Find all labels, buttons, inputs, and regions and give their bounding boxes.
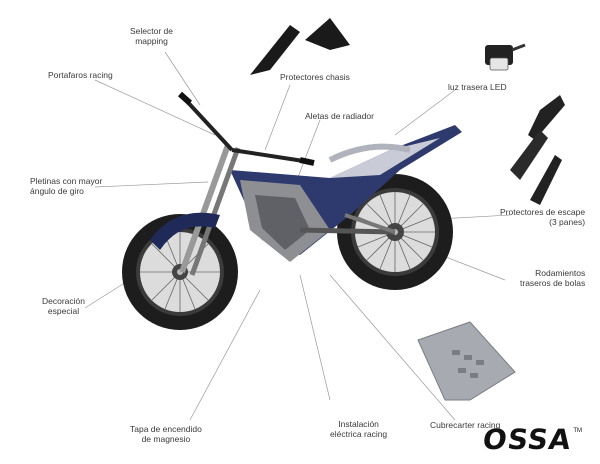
leader-lines	[84, 51, 511, 421]
callout-aletas-radiador: Aletas de radiador	[305, 111, 374, 121]
callout-luz-trasera: luz trasera LED	[448, 82, 507, 92]
callout-protectores-escape: Protectores de escape(3 panes)	[500, 207, 586, 227]
led-taillight-accessory	[485, 43, 526, 71]
chassis-guards-accessory	[250, 18, 350, 75]
brand-logo: OSSA TM	[480, 423, 582, 456]
front-wheel	[122, 214, 238, 330]
skid-plate-accessory	[417, 321, 516, 401]
front-fork	[150, 143, 241, 276]
brand-trademark: TM	[573, 428, 582, 434]
frame	[230, 125, 462, 262]
handlebar	[177, 91, 315, 166]
callout-portafaros: Portafaros racing	[48, 70, 113, 80]
exhaust-guards-accessory	[510, 95, 565, 205]
callout-cubrecarter: Cubrecarter racing	[430, 420, 501, 430]
brand-name: OSSA	[480, 423, 574, 456]
callout-protectores-chasis: Protectores chasis	[280, 72, 350, 82]
